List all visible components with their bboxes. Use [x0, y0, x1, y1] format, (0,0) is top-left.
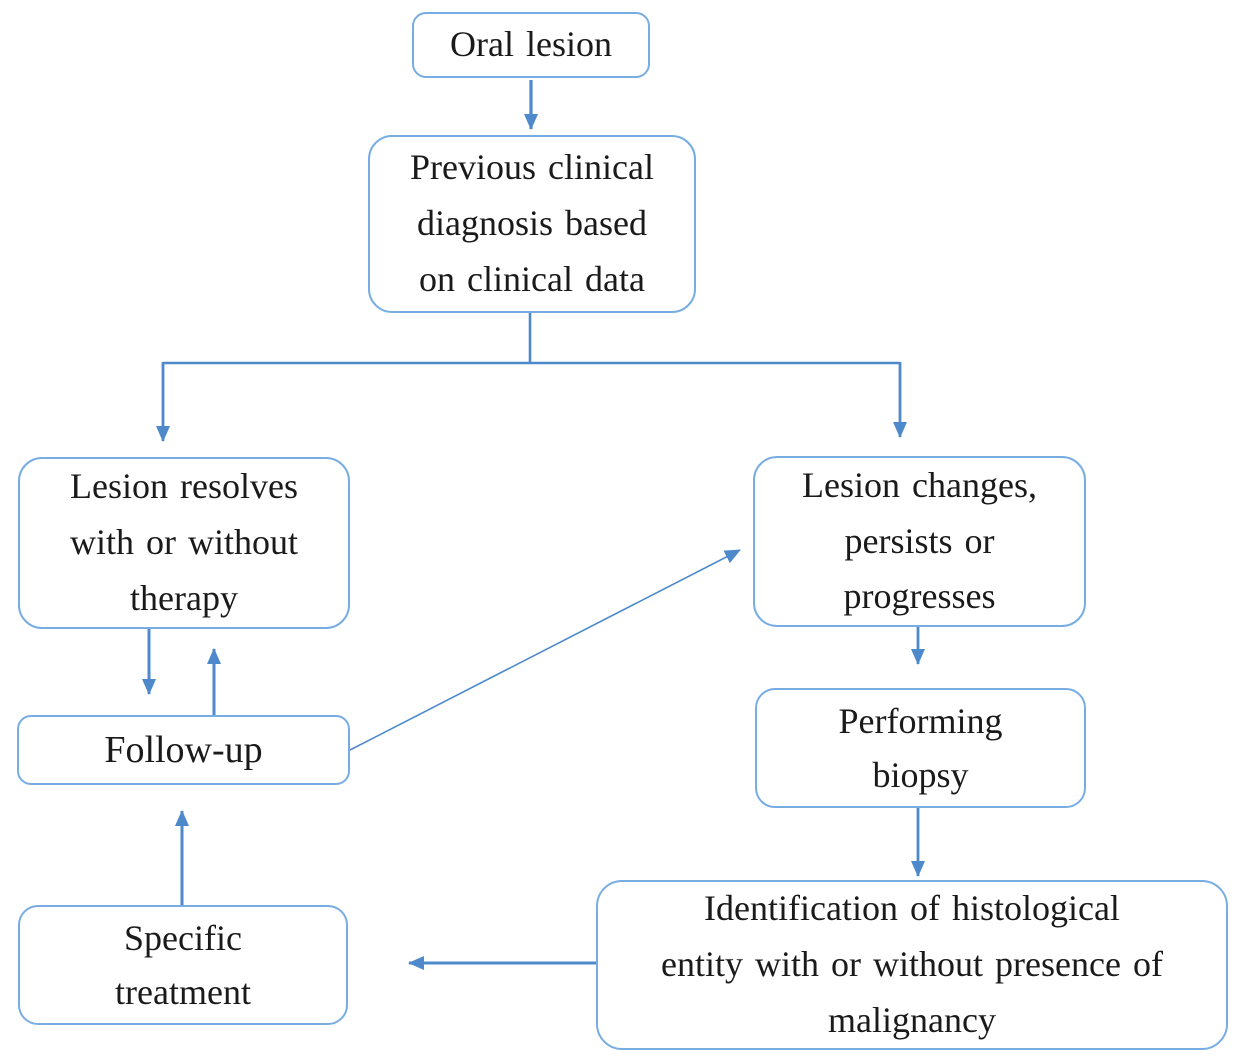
node-label: Identification of histological entity wi… [661, 888, 1163, 1040]
node-label: Previous clinical diagnosis based on cli… [410, 147, 654, 299]
node-lesion-changes: Lesion changes, persists or progresses [753, 456, 1086, 627]
node-follow-up: Follow-up [17, 715, 350, 785]
node-oral-lesion: Oral lesion [412, 12, 650, 78]
node-label: Oral lesion [450, 24, 612, 65]
node-previous-diagnosis: Previous clinical diagnosis based on cli… [368, 135, 696, 313]
node-label: Follow-up [104, 728, 263, 771]
node-label: Specific treatment [115, 918, 251, 1012]
node-identification: Identification of histological entity wi… [596, 880, 1228, 1050]
node-performing-biopsy: Performing biopsy [755, 688, 1086, 808]
node-lesion-resolves: Lesion resolves with or without therapy [18, 457, 350, 629]
node-label: Lesion resolves with or without therapy [70, 466, 298, 618]
node-label: Performing biopsy [838, 701, 1003, 795]
node-specific-treatment: Specific treatment [18, 905, 348, 1025]
node-label: Lesion changes, persists or progresses [802, 464, 1037, 617]
arrow-follow-up-to-lesion-changes [349, 549, 741, 751]
